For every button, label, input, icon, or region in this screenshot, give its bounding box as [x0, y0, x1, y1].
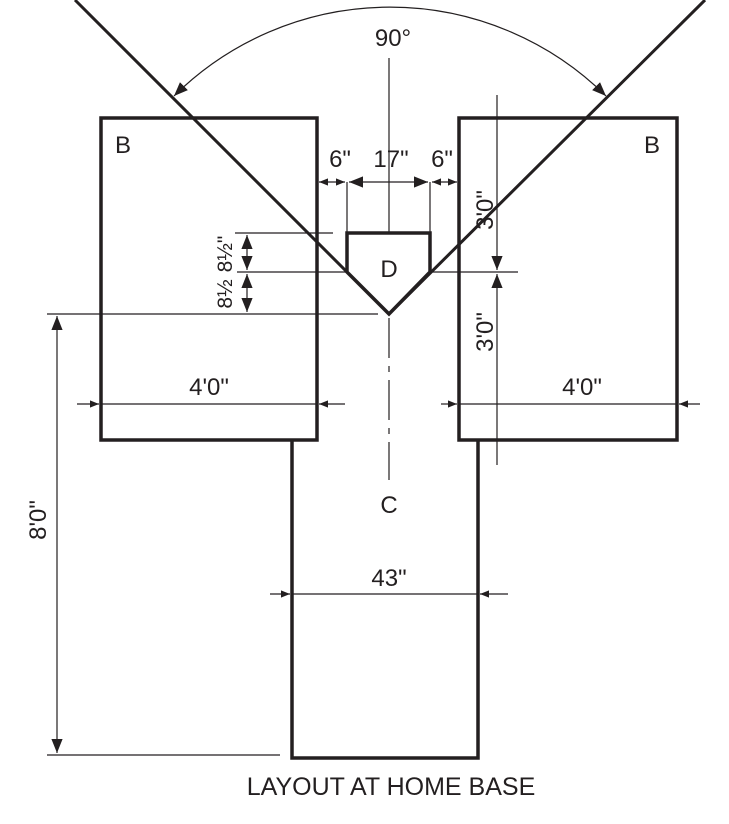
box-back-label: 3'0": [472, 312, 499, 352]
plate-gap-left-label: 6": [329, 146, 351, 173]
box-width-right-label: 4'0": [562, 374, 602, 401]
diagram-title: LAYOUT AT HOME BASE: [247, 773, 536, 801]
home-plate: [345, 231, 432, 317]
catcher-width-label: 43": [371, 565, 406, 592]
batters-box-right: [457, 116, 679, 442]
angle-label: 90°: [375, 25, 411, 52]
home-plate-label: D: [380, 256, 397, 283]
angle-arc: [173, 6, 607, 97]
foul-line-right: [387, 0, 707, 316]
plate-point-label: 8½: [214, 279, 237, 308]
box-front-label: 3'0": [472, 190, 499, 230]
plate-gap-right-label: 6": [431, 146, 453, 173]
batters-box-right-label: B: [644, 132, 660, 159]
catcher-length-label: 8'0": [25, 500, 52, 540]
foul-line-left: [73, 0, 391, 316]
catchers-box-label: C: [380, 492, 397, 519]
box-width-left-label: 4'0": [189, 374, 229, 401]
batters-box-left: [99, 116, 319, 442]
batters-box-left-label: B: [115, 132, 131, 159]
plate-width-label: 17": [373, 146, 408, 173]
catchers-box: [290, 440, 480, 760]
plate-side-label: 8½": [214, 236, 237, 273]
